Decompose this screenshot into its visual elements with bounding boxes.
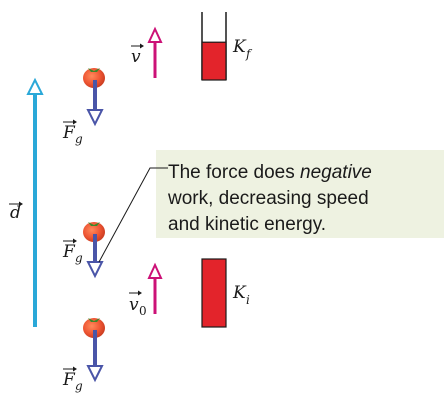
gravity-force-arrow-bottom (88, 330, 102, 380)
svg-text:K: K (232, 283, 247, 303)
svg-text:v: v (131, 47, 141, 67)
svg-text:0: 0 (139, 304, 147, 318)
svg-text:F: F (62, 123, 76, 143)
gravity-force-label-middle: F g (62, 239, 83, 266)
callout-line-2: work, decreasing speed (167, 188, 369, 209)
callout-line-3: and kinetic energy. (168, 214, 326, 235)
displacement-arrow (28, 80, 42, 327)
kinetic-energy-initial-bar (202, 259, 226, 327)
svg-text:i: i (246, 293, 250, 307)
svg-text:K: K (232, 37, 247, 57)
svg-text:g: g (75, 132, 83, 146)
gravity-force-label-bottom: F g (62, 367, 83, 394)
svg-text:F: F (62, 242, 76, 262)
displacement-label: d (9, 202, 23, 224)
initial-velocity-arrow (149, 265, 161, 314)
svg-text:v: v (129, 295, 139, 315)
gravity-force-label-top: F g (62, 120, 83, 147)
svg-text:f: f (245, 47, 253, 61)
callout: The force does negative work, decreasing… (99, 150, 444, 262)
svg-text:g: g (75, 379, 83, 393)
initial-velocity-label: v 0 (129, 291, 147, 319)
final-velocity-arrow (149, 29, 161, 78)
callout-line-1: The force does negative (168, 162, 372, 183)
svg-text:F: F (62, 370, 76, 390)
final-velocity-label: v (131, 44, 144, 68)
kinetic-energy-initial-label: K i (232, 283, 250, 307)
kinetic-energy-final-label: K f (232, 37, 253, 61)
kinetic-energy-final-bar (202, 12, 226, 80)
svg-text:g: g (75, 251, 83, 265)
